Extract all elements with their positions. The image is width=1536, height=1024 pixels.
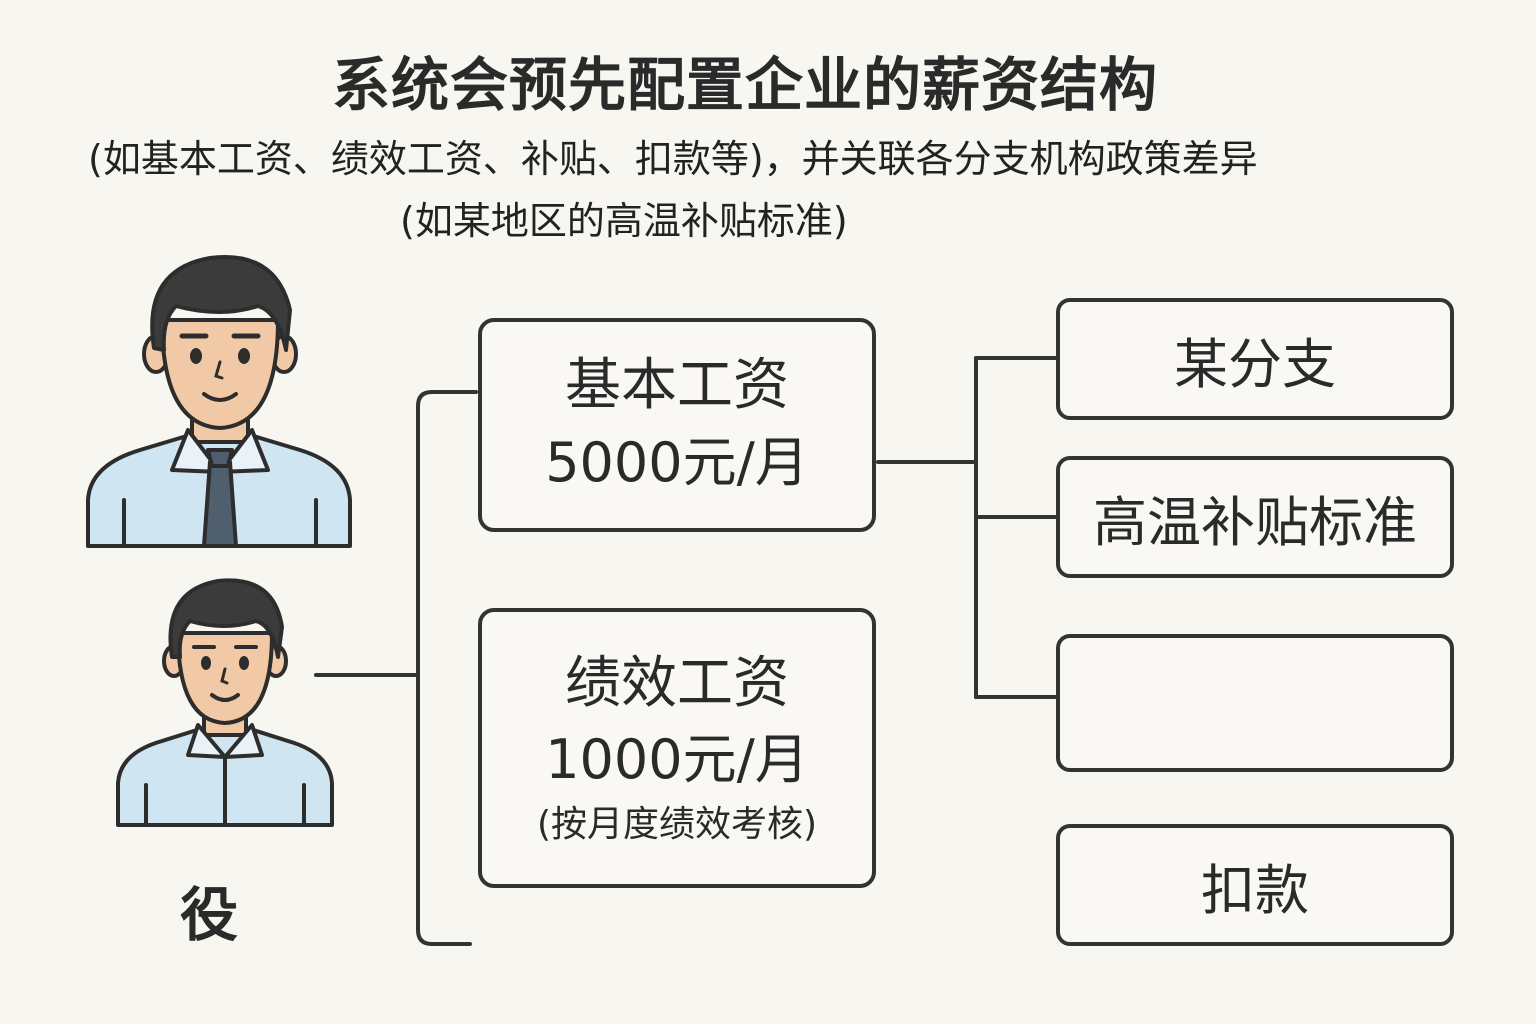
policy-heat-allowance-label: 高温补贴标准 bbox=[1093, 490, 1417, 554]
policy-box-branch: 某分支 bbox=[1056, 298, 1454, 420]
subtitle-line-2: (如某地区的高温补贴标准) bbox=[400, 199, 848, 243]
performance-salary-note: (按月度绩效考核) bbox=[536, 803, 818, 845]
policy-branch-label: 某分支 bbox=[1174, 332, 1336, 396]
policy-box-heat-allowance: 高温补贴标准 bbox=[1056, 456, 1454, 578]
subtitle-line-1: (如基本工资、绩效工资、补贴、扣款等)，并关联各分支机构政策差异 bbox=[88, 137, 1258, 181]
policy-box-empty bbox=[1056, 634, 1454, 772]
performance-salary-name: 绩效工资 bbox=[565, 650, 789, 716]
manager-avatar-icon bbox=[86, 255, 352, 548]
performance-salary-box: 绩效工资 1000元/月 (按月度绩效考核) bbox=[478, 608, 876, 888]
basic-salary-name: 基本工资 bbox=[565, 353, 789, 419]
basic-salary-amount: 5000元/月 bbox=[545, 430, 809, 494]
policy-deduction-label: 扣款 bbox=[1201, 858, 1309, 922]
left-trunk-line bbox=[416, 390, 478, 946]
basic-salary-box: 基本工资 5000元/月 bbox=[478, 318, 876, 532]
employee-label: 役 bbox=[180, 881, 239, 949]
performance-salary-amount: 1000元/月 bbox=[545, 728, 809, 792]
page-title: 系统会预先配置企业的薪资结构 bbox=[331, 51, 1158, 119]
employee-avatar-icon bbox=[116, 578, 334, 827]
policy-box-deduction: 扣款 bbox=[1056, 824, 1454, 946]
